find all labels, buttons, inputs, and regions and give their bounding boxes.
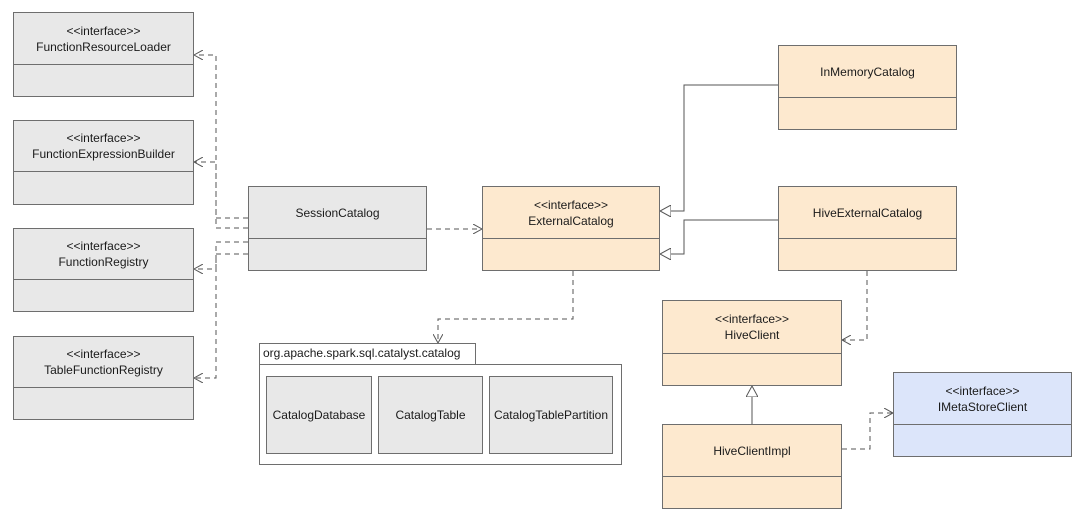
class-name: ExternalCatalog xyxy=(528,213,614,228)
class-name: HiveClientImpl xyxy=(713,443,791,458)
catalog-table-box[interactable]: CatalogTable xyxy=(378,376,483,454)
class-name: FunctionRegistry xyxy=(58,255,149,269)
class-name: TableFunctionRegistry xyxy=(44,363,163,377)
stereotype-label: <<interface>> xyxy=(66,347,141,361)
stereotype-label: <<interface>> xyxy=(714,312,790,326)
hive-client-impl-box[interactable]: HiveClientImpl xyxy=(662,424,842,509)
inherit-hive-external-to-external xyxy=(660,219,778,254)
stereotype-label: <<interface>> xyxy=(945,383,1020,398)
class-name: FunctionResourceLoader xyxy=(36,39,171,54)
function-expression-builder-box[interactable]: <<interface>> FunctionExpressionBuilder xyxy=(13,120,194,205)
hive-external-catalog-box[interactable]: HiveExternalCatalog xyxy=(778,186,957,271)
class-name: CatalogDatabase xyxy=(272,408,366,422)
package-name: org.apache.spark.sql.catalyst.catalog xyxy=(263,346,461,360)
class-name: HiveExternalCatalog xyxy=(812,205,923,220)
dep-hive-external-to-hive-client xyxy=(842,271,868,340)
dep-to-function-expression-builder xyxy=(194,162,248,229)
package-body[interactable]: CatalogDatabase CatalogTable CatalogTabl… xyxy=(259,364,622,465)
stereotype-label: <<interface>> xyxy=(533,197,609,212)
class-name: InMemoryCatalog xyxy=(820,64,915,79)
stereotype-label: <<interface>> xyxy=(66,23,141,38)
catalog-table-partition-box[interactable]: CatalogTablePartition xyxy=(489,376,613,454)
session-to-interfaces-dependency xyxy=(194,55,248,378)
external-catalog-box[interactable]: <<interface>> ExternalCatalog xyxy=(482,186,660,271)
dep-to-function-registry xyxy=(194,241,248,269)
session-catalog-box[interactable]: SessionCatalog xyxy=(248,186,427,271)
imetastore-client-box[interactable]: <<interface>> IMetaStoreClient xyxy=(893,372,1072,457)
package-tab: org.apache.spark.sql.catalyst.catalog xyxy=(259,343,476,365)
class-name: FunctionExpressionBuilder xyxy=(32,147,175,161)
stereotype-label: <<interface>> xyxy=(66,131,141,145)
class-name: SessionCatalog xyxy=(295,205,380,220)
function-registry-box[interactable]: <<interface>> FunctionRegistry xyxy=(13,228,194,312)
class-name: HiveClient xyxy=(724,328,780,342)
hive-client-box[interactable]: <<interface>> HiveClient xyxy=(662,300,842,386)
catalog-database-box[interactable]: CatalogDatabase xyxy=(266,376,372,454)
dep-to-table-function-registry xyxy=(194,253,248,378)
class-name: CatalogTablePartition xyxy=(493,408,609,422)
dep-to-function-resource-loader xyxy=(194,55,248,219)
stereotype-label: <<interface>> xyxy=(66,239,141,253)
dep-hive-client-impl-to-imetastore xyxy=(842,413,893,450)
dep-external-to-package xyxy=(438,271,574,343)
function-resource-loader-box[interactable]: <<interface>> FunctionResourceLoader xyxy=(13,12,194,97)
table-function-registry-box[interactable]: <<interface>> TableFunctionRegistry xyxy=(13,336,194,420)
class-name: IMetaStoreClient xyxy=(937,399,1028,414)
class-name: CatalogTable xyxy=(395,408,466,422)
inherit-inmemory-to-external xyxy=(660,84,778,211)
in-memory-catalog-box[interactable]: InMemoryCatalog xyxy=(778,45,957,130)
